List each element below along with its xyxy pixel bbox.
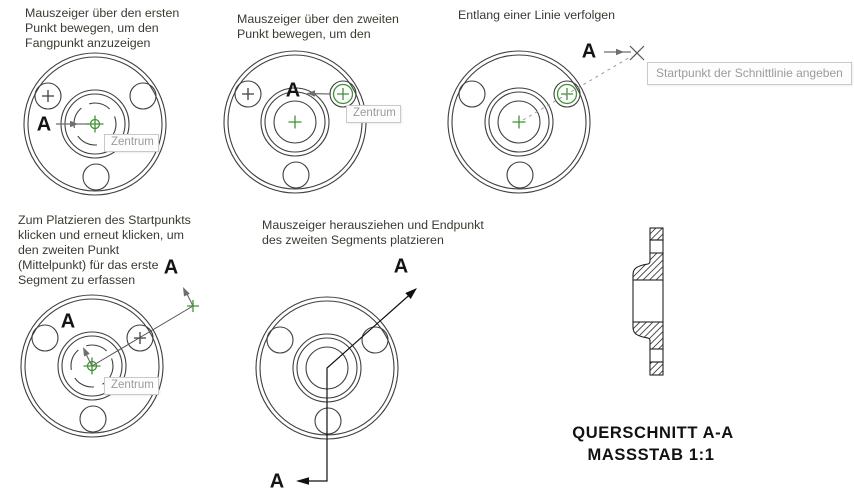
instruction-text-step3: Entlang einer Linie verfolgen <box>458 8 616 22</box>
hub-bore-section <box>632 279 664 323</box>
section-cut-line <box>298 289 416 482</box>
zentrum-tooltip-step2: Zentrum <box>346 105 401 123</box>
section-view-scale: MASSSTAB 1:1 <box>587 446 715 464</box>
section-segment-line <box>91 305 194 367</box>
section-label-a-step5-top: A <box>393 255 409 278</box>
instruction-text-step4: Zum Platzieren des Startpunkts klicken u… <box>18 213 191 287</box>
direction-arrow-icon <box>83 347 93 367</box>
hatched-hub-bottom <box>632 321 664 350</box>
bore-circle <box>273 100 317 144</box>
hatched-rim-bottom <box>649 361 664 376</box>
center-snap-cross-icon <box>512 115 526 129</box>
pointer-arrow-icon <box>306 90 332 97</box>
flange-top-view-step4 <box>20 287 199 438</box>
instruction-text-step1: Mauszeiger über den ersten Punkt bewegen… <box>25 6 180 50</box>
hole-snap-marker-icon <box>332 83 354 105</box>
hatched-rim-top <box>649 227 664 241</box>
section-label-a-step1: A <box>36 113 52 136</box>
flange-top-view-step1 <box>23 52 167 196</box>
bolt-hole-gap-top <box>649 239 664 254</box>
center-snap-cross-icon <box>288 115 302 129</box>
section-label-a-step5-bottom: A <box>269 470 285 493</box>
section-label-a-step4-inner: A <box>60 310 76 333</box>
pointer-arrow-icon <box>56 120 89 128</box>
crosshair-cursor-icon <box>629 45 645 61</box>
hole-center-cross-icon <box>242 88 254 100</box>
hole-center-cross-icon <box>42 90 54 102</box>
zentrum-tooltip-step1: Zentrum <box>104 134 159 152</box>
instruction-text-step2: Mauszeiger über den zweiten Punkt bewege… <box>237 12 399 41</box>
instruction-text-step5: Mauszeiger herausziehen und Endpunkt des… <box>262 218 484 247</box>
bolt-hole-gap-bottom <box>649 348 664 363</box>
section-label-a-step3: A <box>581 40 597 63</box>
hatched-hub-top <box>632 252 664 281</box>
section-label-a-step4-outer: A <box>163 256 179 279</box>
cross-section-profile <box>632 227 664 376</box>
center-snap-marker-icon <box>86 115 104 133</box>
tracking-dashed-line <box>522 55 633 121</box>
pointer-arrow-icon <box>604 48 631 56</box>
section-arrow-left-icon <box>296 477 309 485</box>
flange-top-view-step5 <box>255 288 417 485</box>
flange-top-view-step2 <box>223 50 367 194</box>
zentrum-tooltip-step4: Zentrum <box>104 377 159 395</box>
prompt-tooltip-step3: Startpunkt der Schnittlinie angeben <box>647 62 852 85</box>
section-arrow-ne-icon <box>405 288 417 299</box>
flange-top-view-step3 <box>447 45 645 194</box>
section-label-a-step2: A <box>285 79 301 102</box>
section-view-title: QUERSCHNITT A-A <box>572 424 734 442</box>
bore-circle <box>497 100 541 144</box>
direction-arrow-icon <box>183 287 194 307</box>
bore-circle <box>70 344 114 388</box>
